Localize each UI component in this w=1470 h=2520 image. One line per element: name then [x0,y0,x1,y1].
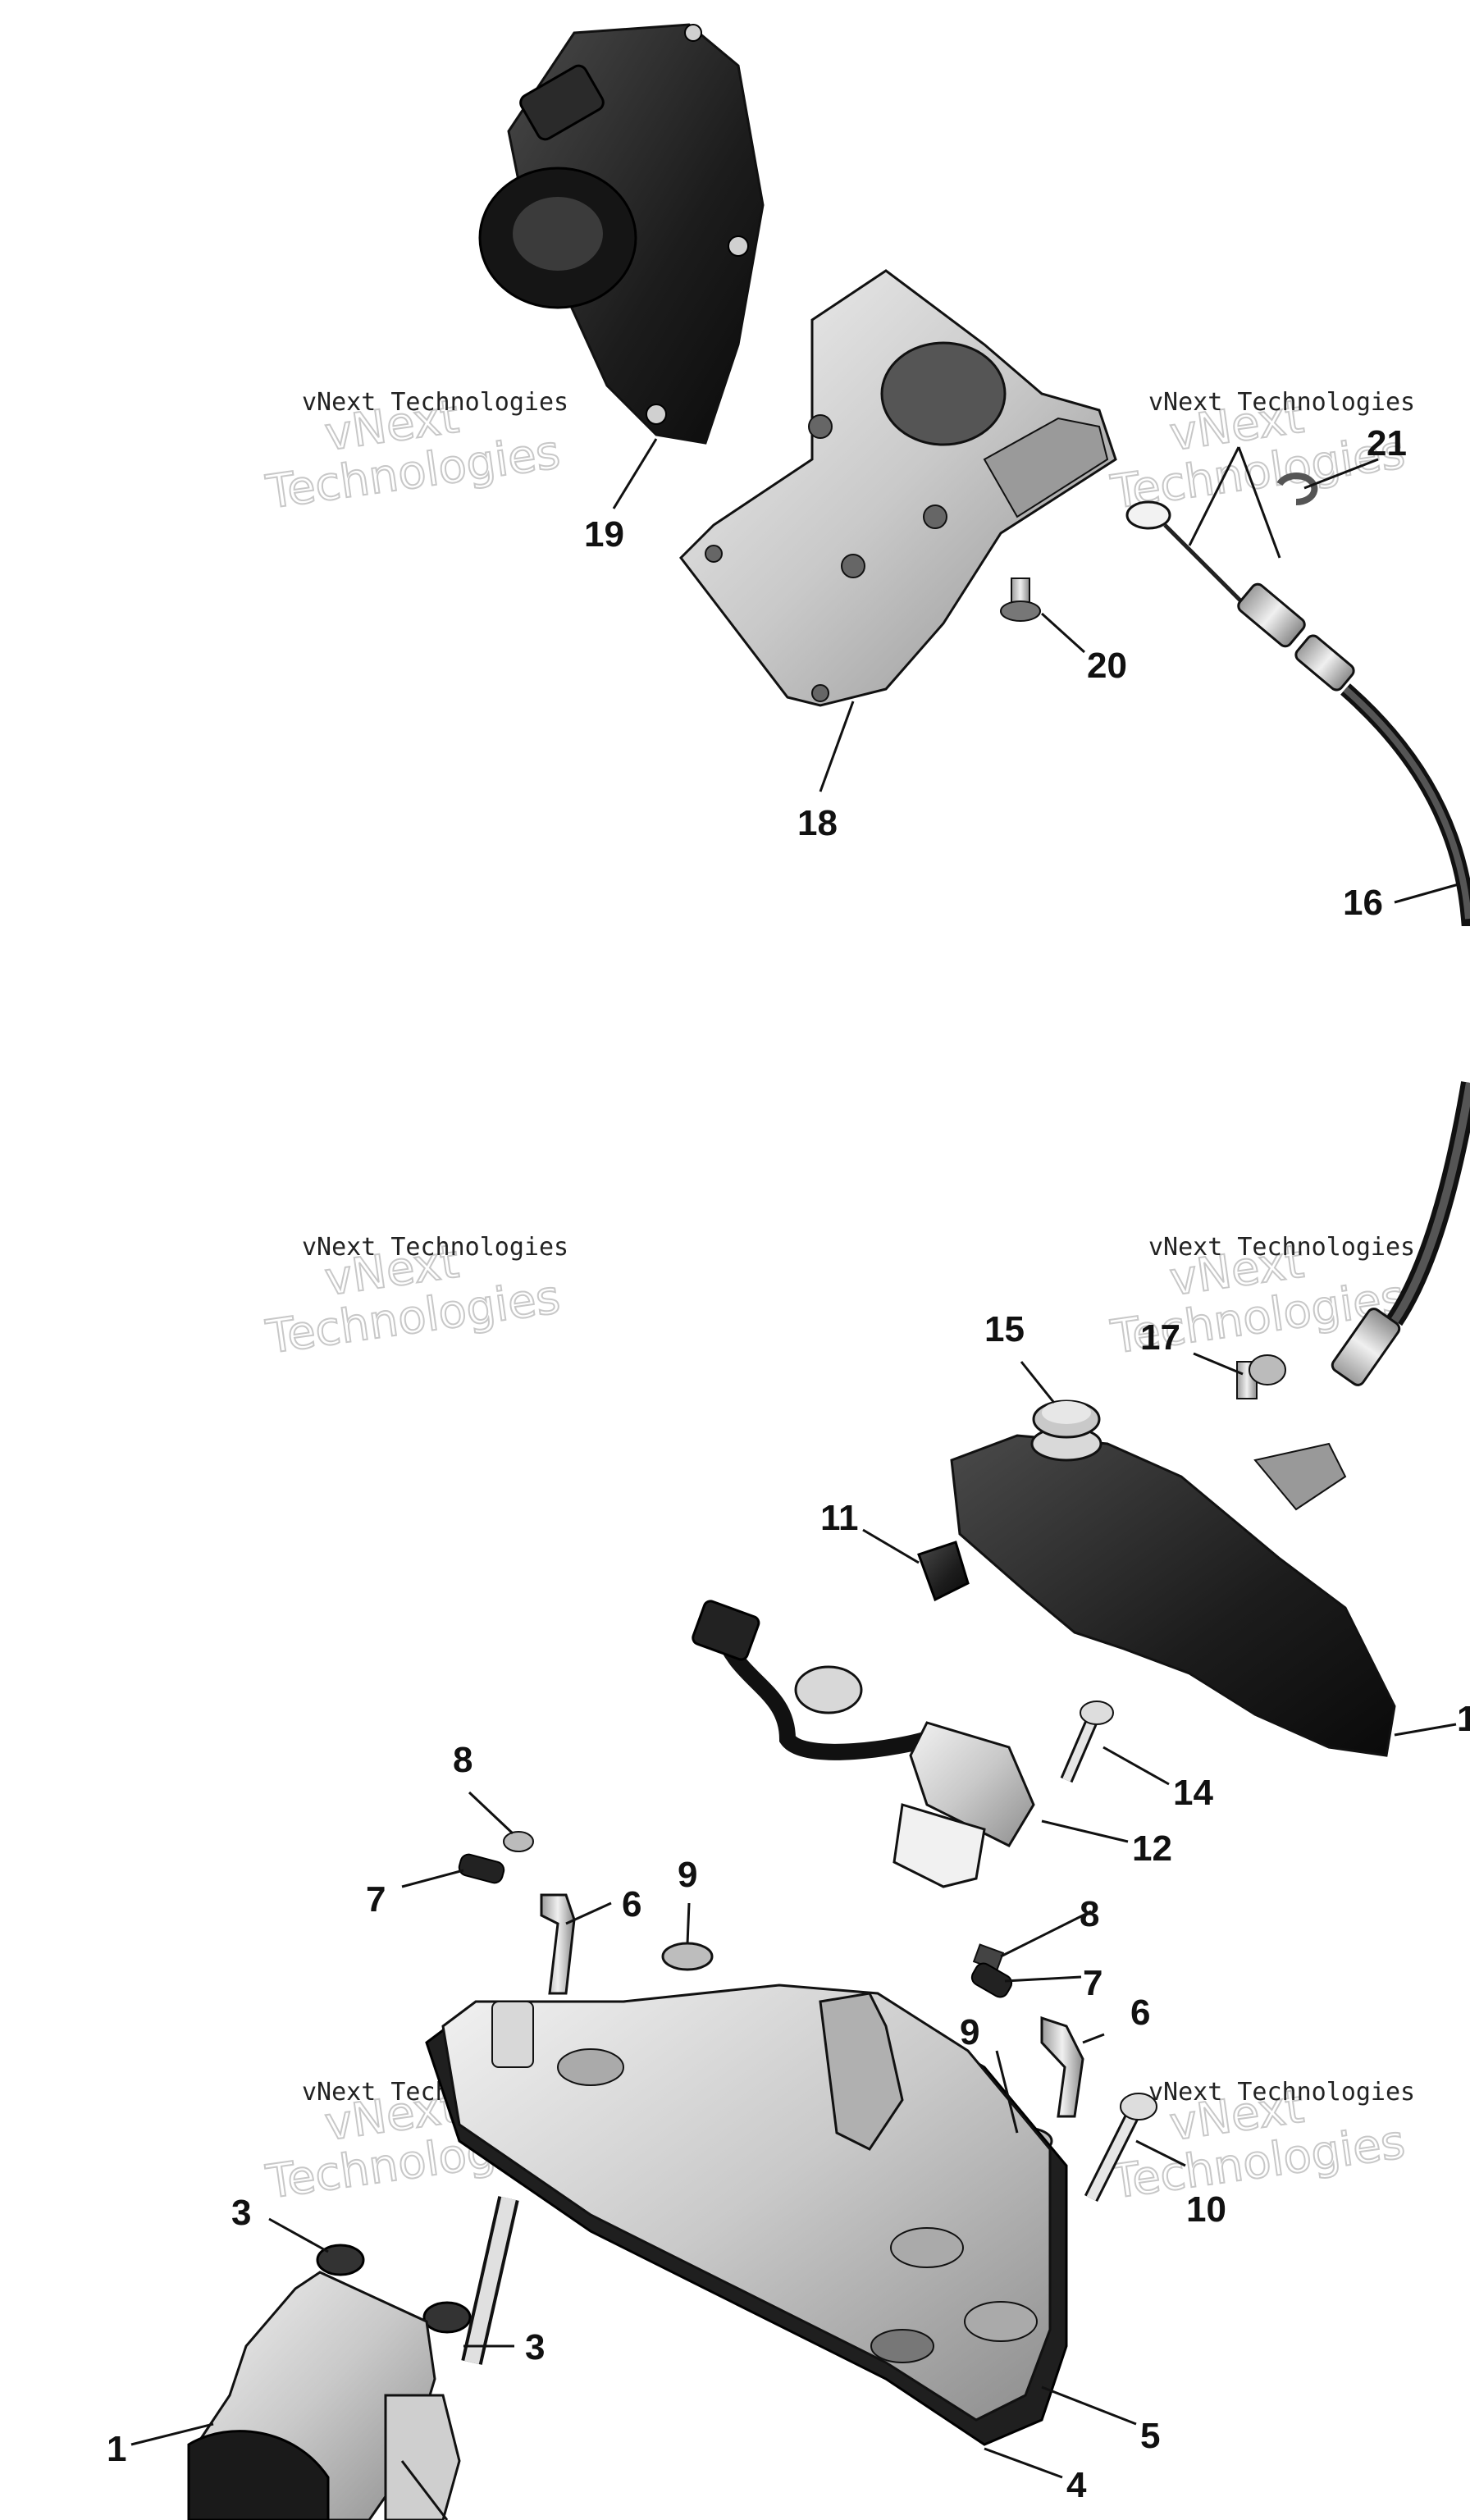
watermark-label-top-left: vNext Technologies [302,388,568,417]
callout-labels: 19 18 20 21 16 15 17 11 1 14 12 8 7 6 9 … [107,423,1470,2505]
bushing-15-part [1032,1399,1101,1439]
throttle-housing-part [950,1426,1396,1757]
position-sensor-part [692,1600,1035,1888]
plenum-housing-part [425,1984,1068,2446]
callout-8-left: 8 [453,1740,472,1780]
bolt-20-part [1000,578,1041,622]
callout-18: 18 [797,803,838,843]
callout-4: 4 [1066,2465,1087,2505]
throttle-cable-part [1125,500,1470,1386]
watermark-label-mid-right: vNext Technologies [1148,1233,1415,1262]
callout-6-right: 6 [1130,1993,1150,2033]
leader-lines [130,438,1459,2520]
callout-9-right: 9 [960,2012,979,2052]
cap-11-part [917,1541,970,1602]
callout-1: 1 [107,2429,126,2469]
actuator-motor-part [478,23,765,445]
callout-3-right: 3 [525,2327,545,2367]
callout-21: 21 [1367,423,1407,463]
bolt-17-part [1236,1354,1286,1399]
callout-11: 11 [820,1498,859,1538]
callout-8-right: 8 [1080,1894,1099,1934]
callout-12: 12 [1132,1828,1172,1869]
callout-15: 15 [984,1309,1025,1349]
watermark-label-top-right: vNext Technologies [1148,388,1415,417]
callout-13: 1 [1457,1699,1470,1739]
callout-5: 5 [1140,2416,1160,2456]
watermark-label-mid-left: vNext Technologies [302,1233,568,1262]
bolt-14-part [1060,1701,1114,1783]
left-fitting-parts [458,1831,714,1995]
callout-16: 16 [1343,883,1383,923]
callout-7-left: 7 [366,1879,386,1920]
clip-21-part [1276,472,1318,506]
watermark-label-bottom-right: vNext Technologies [1148,2078,1415,2107]
callout-19: 19 [584,514,624,555]
mounting-bracket-part [679,269,1117,707]
callout-10: 10 [1186,2189,1226,2230]
lower-body-parts [187,2196,519,2520]
callout-9-left: 9 [678,1855,697,1895]
callout-14: 14 [1173,1773,1213,1813]
callout-17: 17 [1140,1317,1180,1358]
callout-6-left: 6 [622,1884,641,1924]
callout-3-left: 3 [231,2193,251,2233]
callout-7-right: 7 [1083,1963,1102,2003]
callout-20: 20 [1087,646,1127,686]
